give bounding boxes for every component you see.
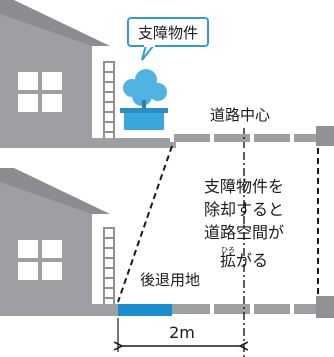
top-house-roof (0, 0, 110, 46)
explanation-line-3: 道路空間が (204, 223, 284, 242)
explanation-line-4: 拡がる (220, 251, 268, 270)
top-house (0, 0, 110, 140)
ruby-text: ひろ (221, 246, 235, 254)
top-block-wall (103, 61, 115, 143)
bottom-ground (0, 304, 118, 316)
obstruction-callout: 支障物件 (127, 17, 209, 61)
road-center-label: 道路中心 (210, 106, 270, 124)
bottom-house-window (18, 240, 62, 280)
distance-dimension: 2m (118, 318, 240, 352)
setback-area (118, 304, 172, 316)
bottom-house (0, 168, 110, 305)
explanation-text: 支障物件を 除却すると 道路空間が ひろ 拡がる (204, 177, 284, 270)
top-road-wall (170, 126, 334, 146)
bottom-block-wall (103, 227, 115, 307)
top-panel: 支障物件 道路中心 (0, 0, 334, 150)
bottom-panel: 支障物件を 除却すると 道路空間が ひろ 拡がる 後退用地 2m (0, 145, 334, 357)
obstruction-tree-icon (120, 69, 168, 130)
explanation-line-1: 支障物件を (204, 177, 284, 196)
expanded-road-space (117, 145, 319, 303)
explanation-line-2: 除却すると (204, 200, 284, 219)
top-house-window (18, 72, 62, 112)
setback-label: 後退用地 (140, 271, 200, 289)
bottom-road-wall (172, 296, 334, 318)
obstruction-label: 支障物件 (138, 24, 198, 42)
distance-label: 2m (169, 323, 195, 342)
bottom-house-roof (0, 168, 110, 214)
top-ground (0, 138, 176, 148)
